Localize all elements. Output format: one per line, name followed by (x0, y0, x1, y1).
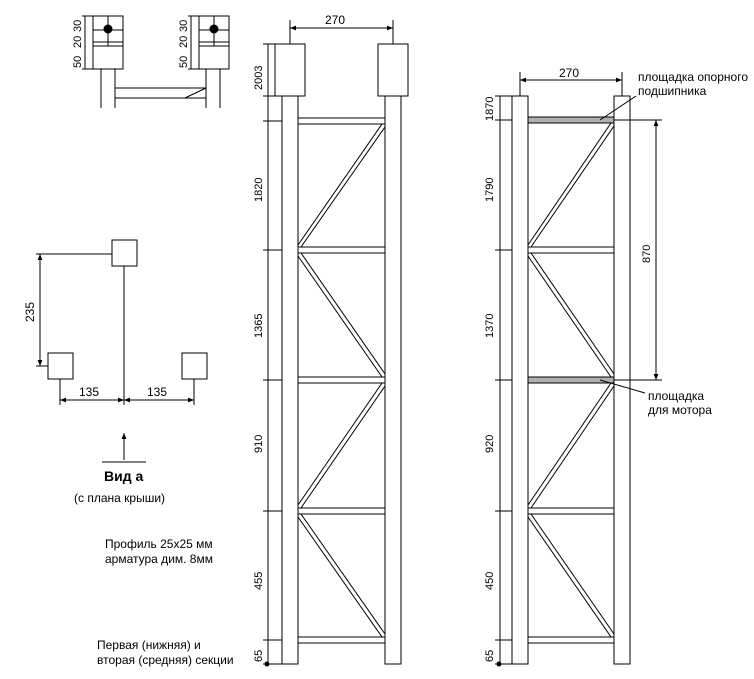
plan-dim-left: 135 (79, 385, 100, 399)
plan-view (36, 239, 208, 463)
left-width-dim: 270 (325, 13, 346, 27)
label-motor-2: для мотора (648, 403, 712, 417)
top-left-dim-30: 30 (72, 19, 84, 32)
plan-dim-235: 235 (23, 301, 37, 322)
top-right-dim-20: 20 (178, 35, 190, 48)
right-level-65: 65 (484, 649, 496, 662)
top-right-dim-50: 50 (178, 55, 190, 68)
label-bearing-2: подшипника (638, 84, 707, 98)
right-span-870: 870 (641, 244, 653, 263)
right-level-920: 920 (484, 434, 496, 453)
label-bearing-1: площадка опорного (638, 70, 748, 84)
note-sections-1: Первая (нижняя) и (97, 638, 201, 652)
left-level-2003: 2003 (253, 65, 265, 90)
plan-post-top (111, 239, 138, 267)
view-title: Вид а (104, 468, 144, 484)
left-origin-dot (264, 661, 270, 667)
right-origin-dot (496, 661, 502, 667)
left-level-455: 455 (253, 571, 265, 590)
note-sections-2: вторая (средняя) секции (97, 653, 234, 667)
top-right-dim-30: 30 (178, 19, 190, 32)
plan-post-right (181, 352, 208, 380)
top-left-dim-20: 20 (72, 35, 84, 48)
left-level-1365: 1365 (253, 313, 265, 338)
label-motor-1: площадка (648, 389, 705, 403)
view-subtitle: (с плана крыши) (74, 491, 166, 505)
right-level-1370: 1370 (484, 313, 496, 338)
right-section (495, 72, 662, 665)
plan-post-left (47, 352, 74, 380)
left-level-1820: 1820 (253, 177, 265, 202)
right-level-450: 450 (484, 571, 496, 590)
top-detail (82, 15, 230, 108)
top-left-dim-50: 50 (72, 55, 84, 68)
left-level-65: 65 (253, 649, 265, 662)
right-width-dim: 270 (559, 66, 580, 80)
plan-dim-right: 135 (147, 385, 168, 399)
left-level-910: 910 (253, 434, 265, 453)
right-level-1870: 1870 (484, 96, 496, 121)
right-level-1790: 1790 (484, 177, 496, 202)
note-rebar: арматура дим. 8мм (105, 552, 213, 566)
note-profile: Профиль 25x25 мм (105, 537, 213, 551)
left-section (263, 20, 409, 665)
